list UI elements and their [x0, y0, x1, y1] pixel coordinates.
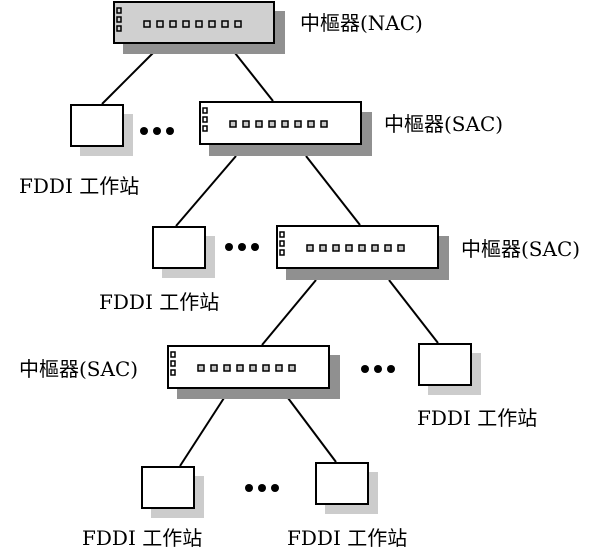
hub-status-leds [116, 7, 122, 32]
hub-port [169, 20, 177, 28]
led-indicator [170, 360, 176, 367]
hub-body [113, 1, 275, 44]
station-2 [152, 226, 215, 278]
hub-ports [229, 120, 328, 128]
edge-nac-station1 [101, 52, 154, 105]
hub-body [276, 225, 439, 269]
hub-port [249, 364, 257, 372]
led-indicator [202, 125, 208, 132]
hub-body [199, 101, 362, 145]
hub-sac3-label: 中樞器(SAC) [19, 357, 138, 381]
station-1-label: FDDI 工作站 [19, 174, 139, 198]
hub-port [306, 244, 314, 252]
hub-port [288, 364, 296, 372]
hub-port [229, 120, 237, 128]
hub-port [397, 244, 405, 252]
station-body [315, 462, 369, 505]
led-indicator [170, 369, 176, 376]
hub-port [345, 244, 353, 252]
hub-nac-label: 中樞器(NAC) [300, 11, 423, 35]
hub-port [221, 20, 229, 28]
hub-port [262, 364, 270, 372]
edge-sac3-station4 [179, 397, 225, 467]
hub-nac [113, 1, 285, 54]
hub-sac3 [167, 345, 340, 399]
station-4-label: FDDI 工作站 [82, 526, 202, 550]
ellipsis-1 [140, 127, 174, 135]
hub-sac2 [276, 225, 449, 280]
station-2-label: FDDI 工作站 [99, 290, 219, 314]
led-indicator [279, 240, 285, 247]
station-5 [315, 462, 378, 514]
hub-port [371, 244, 379, 252]
station-body [418, 343, 472, 386]
hub-port [156, 20, 164, 28]
station-4 [141, 466, 204, 518]
led-indicator [116, 16, 122, 23]
led-indicator [279, 249, 285, 256]
hub-port [332, 244, 340, 252]
edge-nac-sac1 [234, 52, 274, 102]
edge-sac1-station2 [175, 155, 237, 227]
station-3 [418, 343, 481, 395]
hub-ports [306, 244, 405, 252]
led-indicator [170, 351, 176, 358]
hub-ports [143, 20, 242, 28]
hub-port [319, 244, 327, 252]
hub-port [275, 364, 283, 372]
edge-sac2-station3 [388, 279, 439, 344]
hub-port [358, 244, 366, 252]
led-indicator [116, 7, 122, 14]
hub-ports [197, 364, 296, 372]
edge-sac3-station5 [287, 397, 337, 463]
station-5-label: FDDI 工作站 [287, 526, 407, 550]
hub-port [384, 244, 392, 252]
led-indicator [116, 25, 122, 32]
hub-sac1 [199, 101, 372, 156]
hub-port [255, 120, 263, 128]
hub-status-leds [170, 351, 176, 376]
edge-sac1-sac2 [305, 155, 361, 226]
hub-port [208, 20, 216, 28]
hub-port [294, 120, 302, 128]
hub-port [234, 20, 242, 28]
led-indicator [279, 231, 285, 238]
station-body [70, 104, 124, 147]
station-body [141, 466, 195, 509]
led-indicator [202, 107, 208, 114]
hub-port [223, 364, 231, 372]
hub-port [281, 120, 289, 128]
ellipsis-2 [225, 243, 259, 251]
connections [101, 52, 439, 467]
hub-port [182, 20, 190, 28]
hub-port [210, 364, 218, 372]
ellipsis-4 [245, 484, 279, 492]
edge-sac2-sac3 [261, 279, 317, 346]
station-3-label: FDDI 工作站 [417, 406, 537, 430]
hub-sac1-label: 中樞器(SAC) [384, 112, 503, 136]
hub-port [307, 120, 315, 128]
hub-status-leds [279, 231, 285, 256]
hub-port [195, 20, 203, 28]
hub-port [143, 20, 151, 28]
hub-port [242, 120, 250, 128]
led-indicator [202, 116, 208, 123]
ellipsis-3 [361, 365, 395, 373]
hub-port [236, 364, 244, 372]
hub-status-leds [202, 107, 208, 132]
hub-body [167, 345, 330, 389]
hub-sac2-label: 中樞器(SAC) [461, 237, 580, 261]
hub-port [197, 364, 205, 372]
hub-port [268, 120, 276, 128]
station-1 [70, 104, 133, 156]
station-body [152, 226, 206, 269]
hub-port [320, 120, 328, 128]
